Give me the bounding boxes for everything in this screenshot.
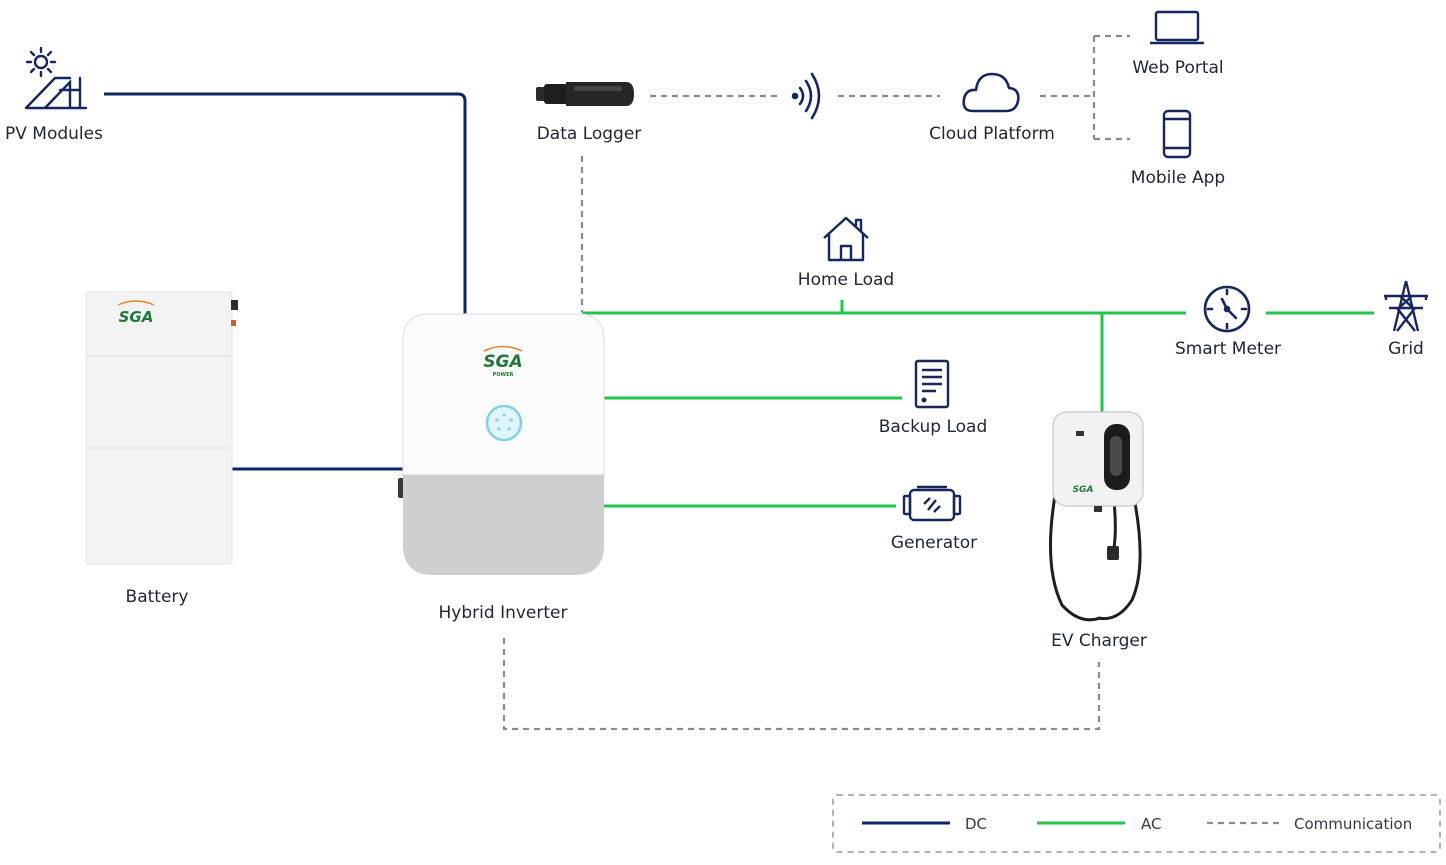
dc-line-pv-to-inverter bbox=[104, 92, 467, 318]
grid-label: Grid bbox=[1388, 339, 1424, 359]
solar-panel-icon bbox=[24, 46, 88, 110]
comm-line-inverter-to-ev bbox=[502, 638, 1101, 731]
backup-load-label: Backup Load bbox=[878, 417, 988, 437]
ev-brand-logo: SGA bbox=[1073, 485, 1094, 495]
wireless-signal-icon bbox=[791, 72, 821, 120]
data-logger-label: Data Logger bbox=[536, 124, 642, 144]
document-icon bbox=[914, 359, 950, 409]
ev-charger-label: EV Charger bbox=[1051, 631, 1147, 651]
legend-dc-label: DC bbox=[965, 815, 988, 833]
inverter-brand-logo: SGA bbox=[483, 352, 522, 372]
legend-box bbox=[832, 794, 1441, 853]
hybrid-inverter-unit: SGA POWER bbox=[398, 313, 605, 575]
cloud-icon bbox=[962, 72, 1020, 113]
house-icon bbox=[823, 216, 869, 262]
laptop-icon bbox=[1150, 10, 1204, 45]
inverter-brand-sub: POWER bbox=[493, 372, 514, 378]
data-logger-device bbox=[536, 82, 634, 106]
ev-charger-unit: SGA bbox=[1049, 411, 1144, 622]
cloud-platform-label: Cloud Platform bbox=[929, 124, 1055, 144]
generator-label: Generator bbox=[890, 533, 978, 553]
battery-label: Battery bbox=[125, 587, 189, 607]
web-portal-label: Web Portal bbox=[1132, 58, 1224, 78]
generator-icon bbox=[902, 485, 962, 522]
hybrid-inverter-label: Hybrid Inverter bbox=[438, 603, 568, 623]
mobile-phone-icon bbox=[1162, 109, 1192, 159]
legend-ac-label: AC bbox=[1141, 815, 1162, 833]
battery-brand-logo: SGA bbox=[119, 308, 154, 326]
battery-unit: SGA bbox=[85, 291, 238, 565]
pv-modules-label: PV Modules bbox=[5, 124, 103, 144]
power-tower-icon bbox=[1384, 280, 1428, 332]
mobile-app-label: Mobile App bbox=[1130, 168, 1226, 188]
smart-meter-icon bbox=[1203, 285, 1251, 333]
legend-communication-label: Communication bbox=[1294, 815, 1413, 833]
smart-meter-label: Smart Meter bbox=[1174, 339, 1282, 359]
home-load-label: Home Load bbox=[797, 270, 895, 290]
comm-line-cloud-to-apps bbox=[1040, 34, 1130, 141]
